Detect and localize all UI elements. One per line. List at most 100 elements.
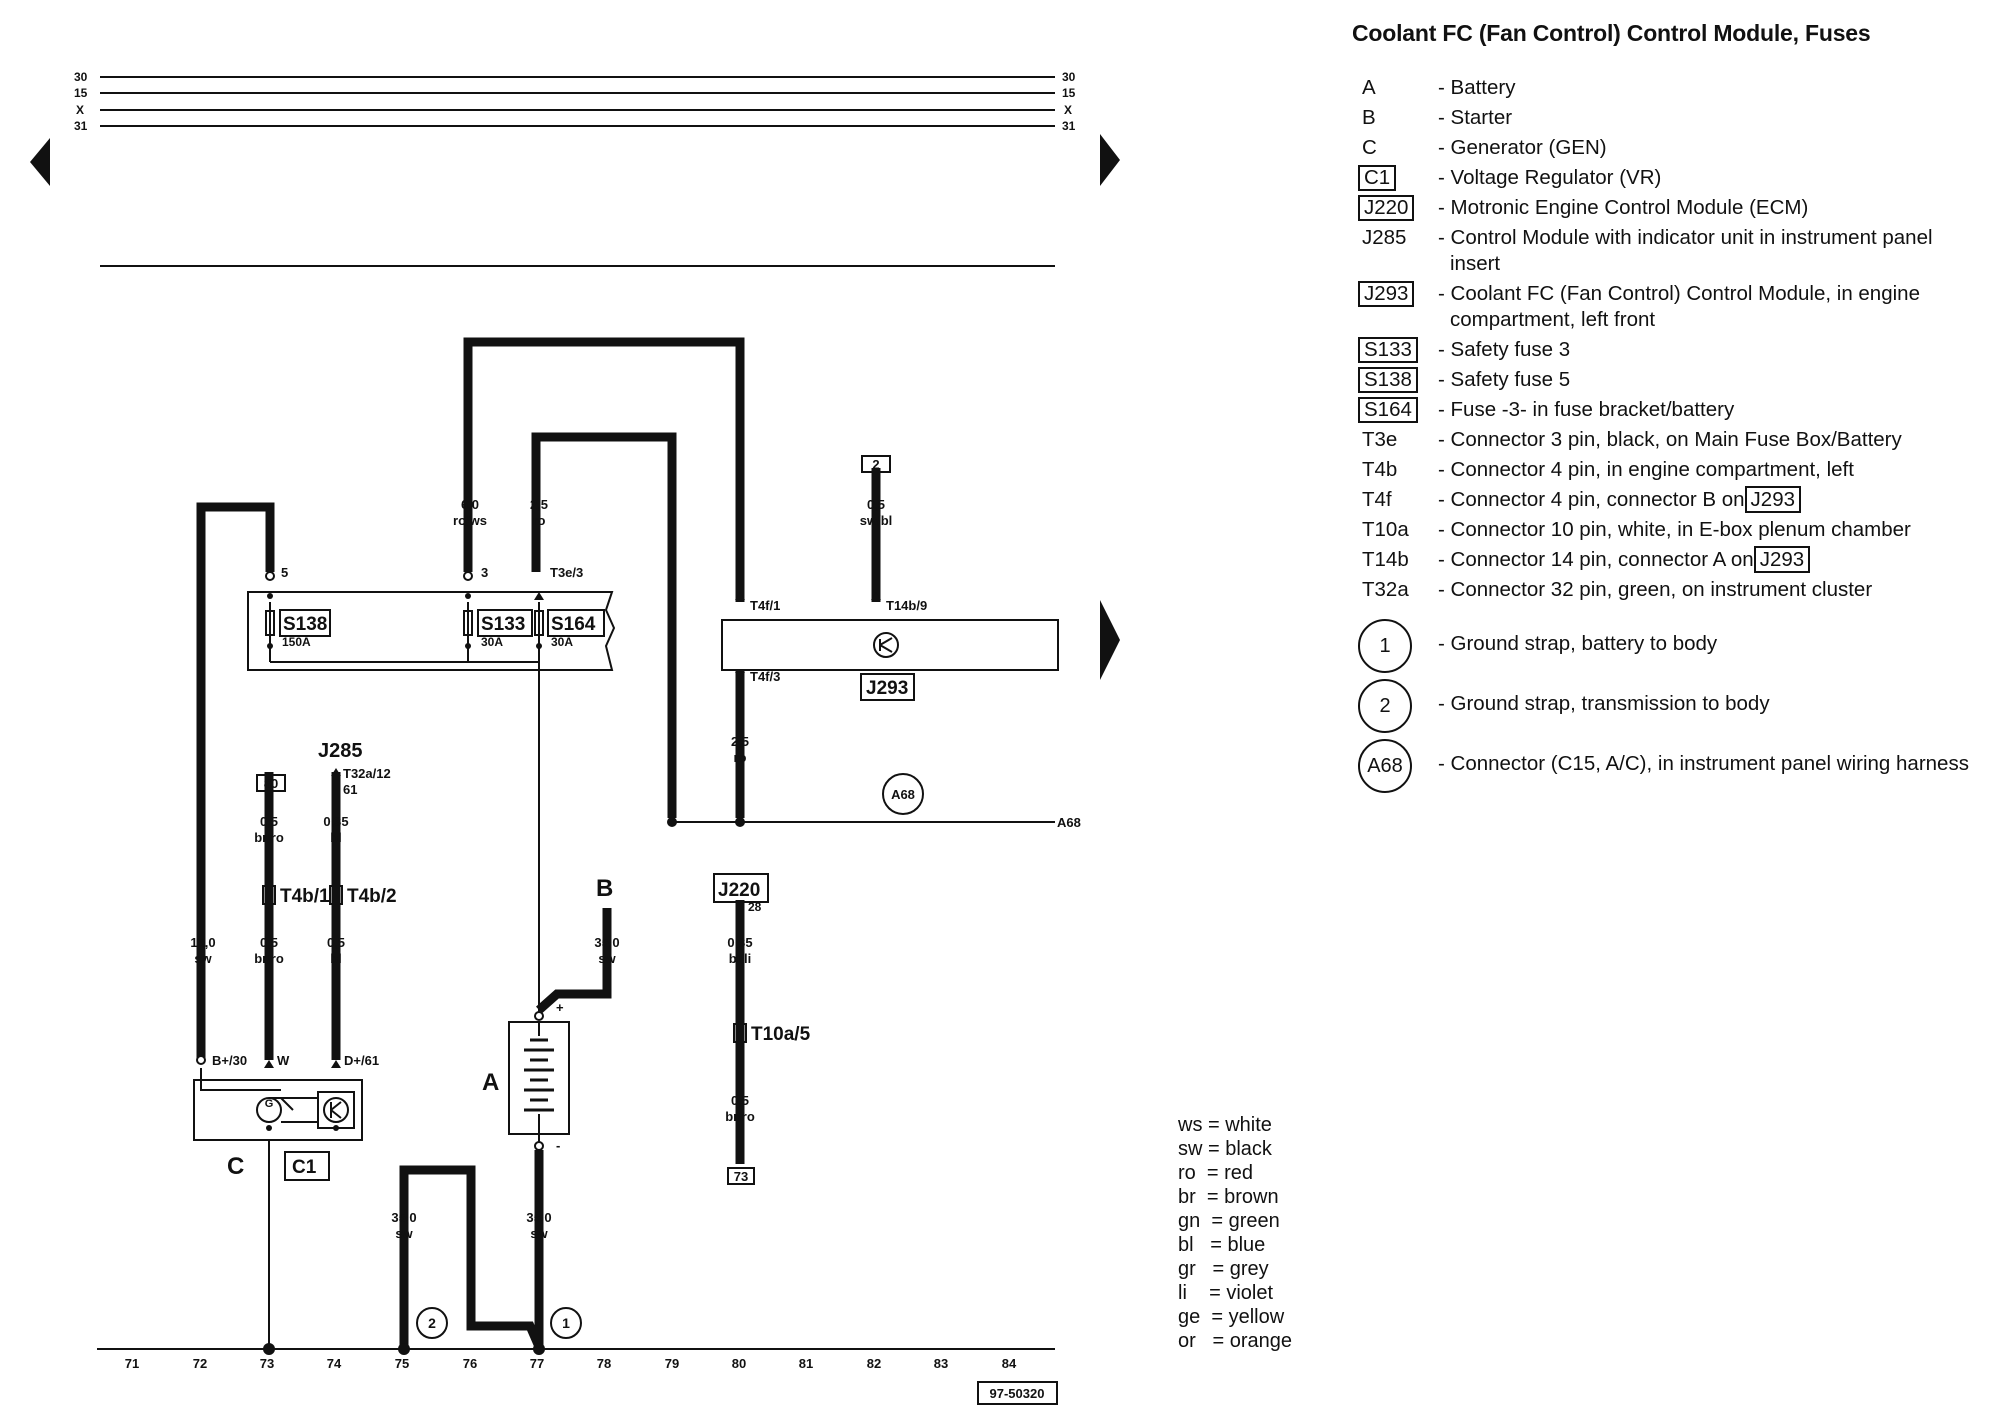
legend-item: T4b - Connector 4 pin, in engine compartm… (1352, 457, 1972, 483)
bus-label-left: 30 (74, 70, 88, 84)
legend-desc-text: - Connector 3 pin, black, on Main Fuse B… (1438, 428, 1902, 451)
terminal-dot (465, 593, 471, 599)
track-number: 84 (1002, 1356, 1017, 1371)
ref-box-2 (861, 455, 891, 473)
color-key-row: sw = black (1178, 1138, 1272, 1160)
legend-item: A - Battery (1352, 75, 1972, 101)
legend-code: S133 (1358, 337, 1418, 363)
connector-label: T10a/5 (751, 1024, 811, 1045)
transistor-symbol (330, 1101, 342, 1119)
color-key-row: gr = grey (1178, 1258, 1269, 1280)
wire-color: bl (330, 830, 342, 845)
legend-circle-code: 1 (1358, 619, 1412, 673)
legend-item: C - Generator (GEN) (1352, 135, 1972, 161)
legend-desc-text: - Motronic Engine Control Module (ECM) (1438, 196, 1809, 219)
wire-size: 0,5 (260, 935, 278, 950)
legend-desc: - Connector 10 pin, white, in E-box plen… (1438, 517, 1972, 543)
j220-pin: 28 (748, 900, 762, 914)
legend-item: T3e- Connector 3 pin, black, on Main Fus… (1352, 427, 1972, 453)
fuse-s164-box (547, 609, 605, 637)
legend-desc-text: - Voltage Regulator (VR) (1438, 166, 1662, 189)
nav-arrow-right[interactable] (1100, 134, 1120, 186)
terminal-arrow (735, 592, 745, 600)
fuse-s164-element (534, 610, 544, 636)
track-number: 80 (732, 1356, 746, 1371)
connector-t4b-1 (262, 885, 276, 905)
component-c: C (227, 1153, 244, 1180)
fuse-label-s138: S138 (283, 614, 327, 635)
track-number: 75 (395, 1356, 409, 1371)
legend-desc: - Connector 32 pin, green, on instrument… (1438, 577, 1972, 603)
terminal-dot (333, 1125, 339, 1131)
legend-code: T32a (1362, 578, 1409, 601)
fuse-label-s133: S133 (481, 614, 525, 635)
j293-module (721, 619, 1059, 671)
wire-size: 0,5 (327, 935, 345, 950)
j220-label: J220 (718, 880, 760, 901)
wiring-diagram: 30 15 X 31 30 15 X 31 S138 S133 S164 150… (30, 70, 1120, 1405)
wire-color: sw (598, 951, 616, 966)
color-key-row: or = orange (1178, 1330, 1292, 1352)
bus-label-left: 15 (74, 86, 88, 100)
legend-circle-desc: - Ground strap, transmission to body (1438, 692, 1770, 715)
legend-circle-desc: - Ground strap, battery to body (1438, 632, 1718, 655)
terminal-dot (465, 643, 471, 649)
nav-arrow-right-lower[interactable] (1100, 600, 1120, 680)
terminal-arrow (331, 768, 341, 776)
legend-title: Coolant FC (Fan Control) Control Module,… (1352, 20, 1871, 46)
legend-desc: - Connector 4 pin, in engine compartment… (1438, 457, 1972, 483)
battery-terminal: - (556, 1138, 560, 1153)
wire-size: 35,0 (391, 1210, 416, 1225)
terminal-dot (266, 1125, 272, 1131)
nav-arrow-left[interactable] (30, 138, 50, 186)
legend-desc: - Connector 3 pin, black, on Main Fuse B… (1438, 427, 1972, 453)
color-key-row: ro = red (1178, 1162, 1254, 1184)
legend-code: J285 (1362, 226, 1407, 249)
legend-panel: Coolant FC (Fan Control) Control Module,… (1352, 20, 1972, 799)
terminal-dot (536, 643, 542, 649)
legend-circle-code: A68 (1358, 739, 1412, 793)
track-number: 78 (597, 1356, 611, 1371)
legend-inline-ref: J293 (1753, 546, 1811, 573)
wire-size: 0,35 (727, 935, 752, 950)
bus-label-left: 31 (74, 119, 88, 133)
track-number: 83 (934, 1356, 948, 1371)
bus-label-right: X (1064, 103, 1072, 117)
wire-color: ro (533, 513, 546, 528)
connector-label: T4b/1 (280, 886, 330, 907)
wire-color: ro (734, 750, 747, 765)
j293-label: J293 (866, 678, 908, 699)
c1-label: C1 (292, 1157, 317, 1178)
legend-desc: - Generator (GEN) (1438, 135, 1972, 161)
fuse-s138-element (265, 610, 275, 636)
wire-color: sw (530, 1226, 548, 1241)
legend-desc: - Motronic Engine Control Module (ECM) (1438, 195, 1972, 221)
terminal-dot (267, 643, 273, 649)
wire-color: bl (330, 951, 342, 966)
wire-size: 35,0 (526, 1210, 551, 1225)
transistor-icon (323, 1097, 349, 1123)
terminal-arrow (735, 672, 745, 680)
junction-dot (533, 1343, 545, 1355)
legend-item: S138- Safety fuse 5 (1352, 367, 1972, 393)
legend-code: C (1362, 136, 1377, 159)
wire-ground-2 (399, 1165, 545, 1351)
legend-code: T4b (1362, 458, 1398, 481)
legend-desc: - Safety fuse 5 (1438, 367, 1972, 393)
wire-gen-b30 (196, 502, 275, 1060)
legend-code: B (1362, 106, 1376, 129)
junction-dot (398, 1343, 410, 1355)
terminal-arrow (331, 1060, 341, 1068)
component-b: B (596, 875, 613, 902)
legend-desc: - Coolant FC (Fan Control) Control Modul… (1438, 281, 1972, 333)
legend-desc: - Battery (1438, 75, 1972, 101)
legend-code: A (1362, 76, 1376, 99)
figure-id-box (977, 1381, 1058, 1405)
wire-color: bl/li (729, 951, 751, 966)
legend-desc: - Starter (1438, 105, 1972, 131)
gen-terminal: D+/61 (344, 1053, 379, 1068)
fuse-rating: 150A (282, 635, 311, 649)
junction-dot (263, 1343, 275, 1355)
